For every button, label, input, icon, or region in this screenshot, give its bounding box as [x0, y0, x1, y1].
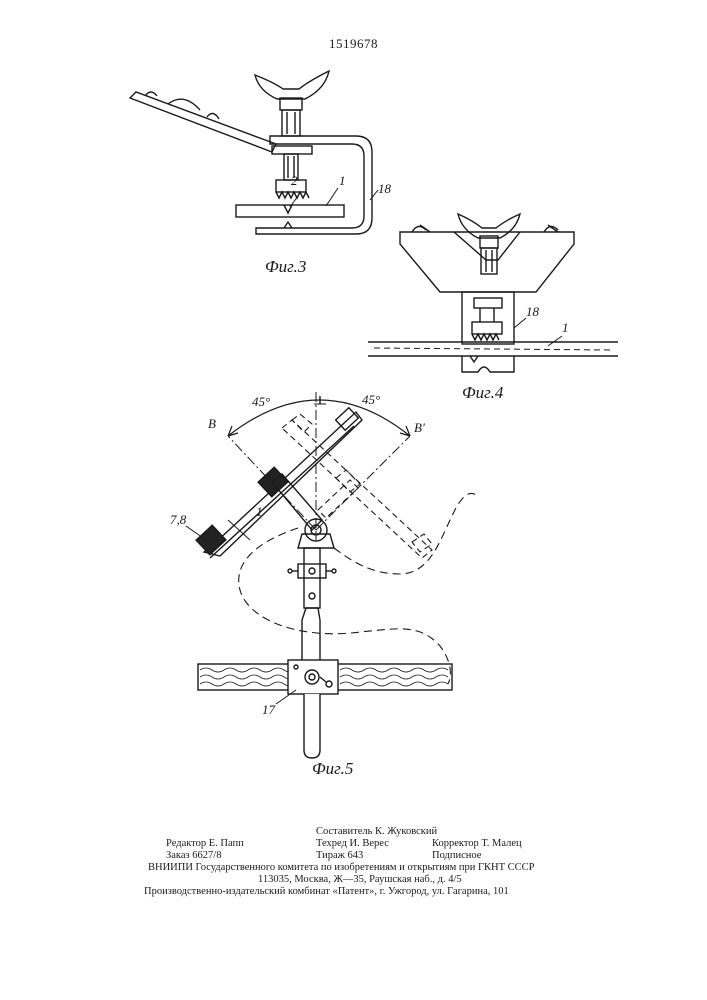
colophon-order: Заказ 6627/8: [166, 850, 221, 862]
fig5-label-b-right: В': [414, 420, 425, 435]
fig5-angle-right: 45°: [362, 392, 380, 407]
colophon-institute: ВНИИПИ Государственного комитета по изоб…: [148, 862, 535, 874]
fig3-caption: Фиг.3: [265, 257, 306, 276]
colophon-address: 113035, Москва, Ж—35, Раушская наб., д. …: [258, 874, 462, 886]
fig4-label-1: 1: [562, 320, 569, 335]
colophon-subscription: Подписное: [432, 850, 481, 862]
fig5-drawing: [186, 392, 478, 758]
fig5-angle-left: 45°: [252, 394, 270, 409]
colophon-techred: Техред И. Верес: [316, 838, 389, 850]
fig5-caption: Фиг.5: [312, 759, 353, 778]
colophon-editor: Редактор Е. Папп: [166, 838, 244, 850]
fig3-label-18: 18: [378, 181, 392, 196]
colophon-publisher: Производственно-издательский комбинат «П…: [144, 886, 509, 898]
fig5-label-1: 1: [256, 504, 263, 519]
fig5-label-17: 17: [262, 702, 276, 717]
colophon-corrector: Корректор Т. Малец: [432, 838, 522, 850]
fig5-label-7-8: 7,8: [170, 512, 187, 527]
fig4-label-18: 18: [526, 304, 540, 319]
colophon-compiler: Составитель К. Жуковский: [316, 826, 437, 838]
fig4-drawing: [368, 214, 618, 372]
fig3-label-2: 2: [291, 173, 298, 188]
colophon-circulation: Тираж 643: [316, 850, 363, 862]
fig5-label-b-left: В: [208, 416, 216, 431]
fig3-drawing: [130, 71, 378, 234]
fig4-caption: Фиг.4: [462, 383, 504, 402]
fig3-label-1: 1: [339, 173, 346, 188]
